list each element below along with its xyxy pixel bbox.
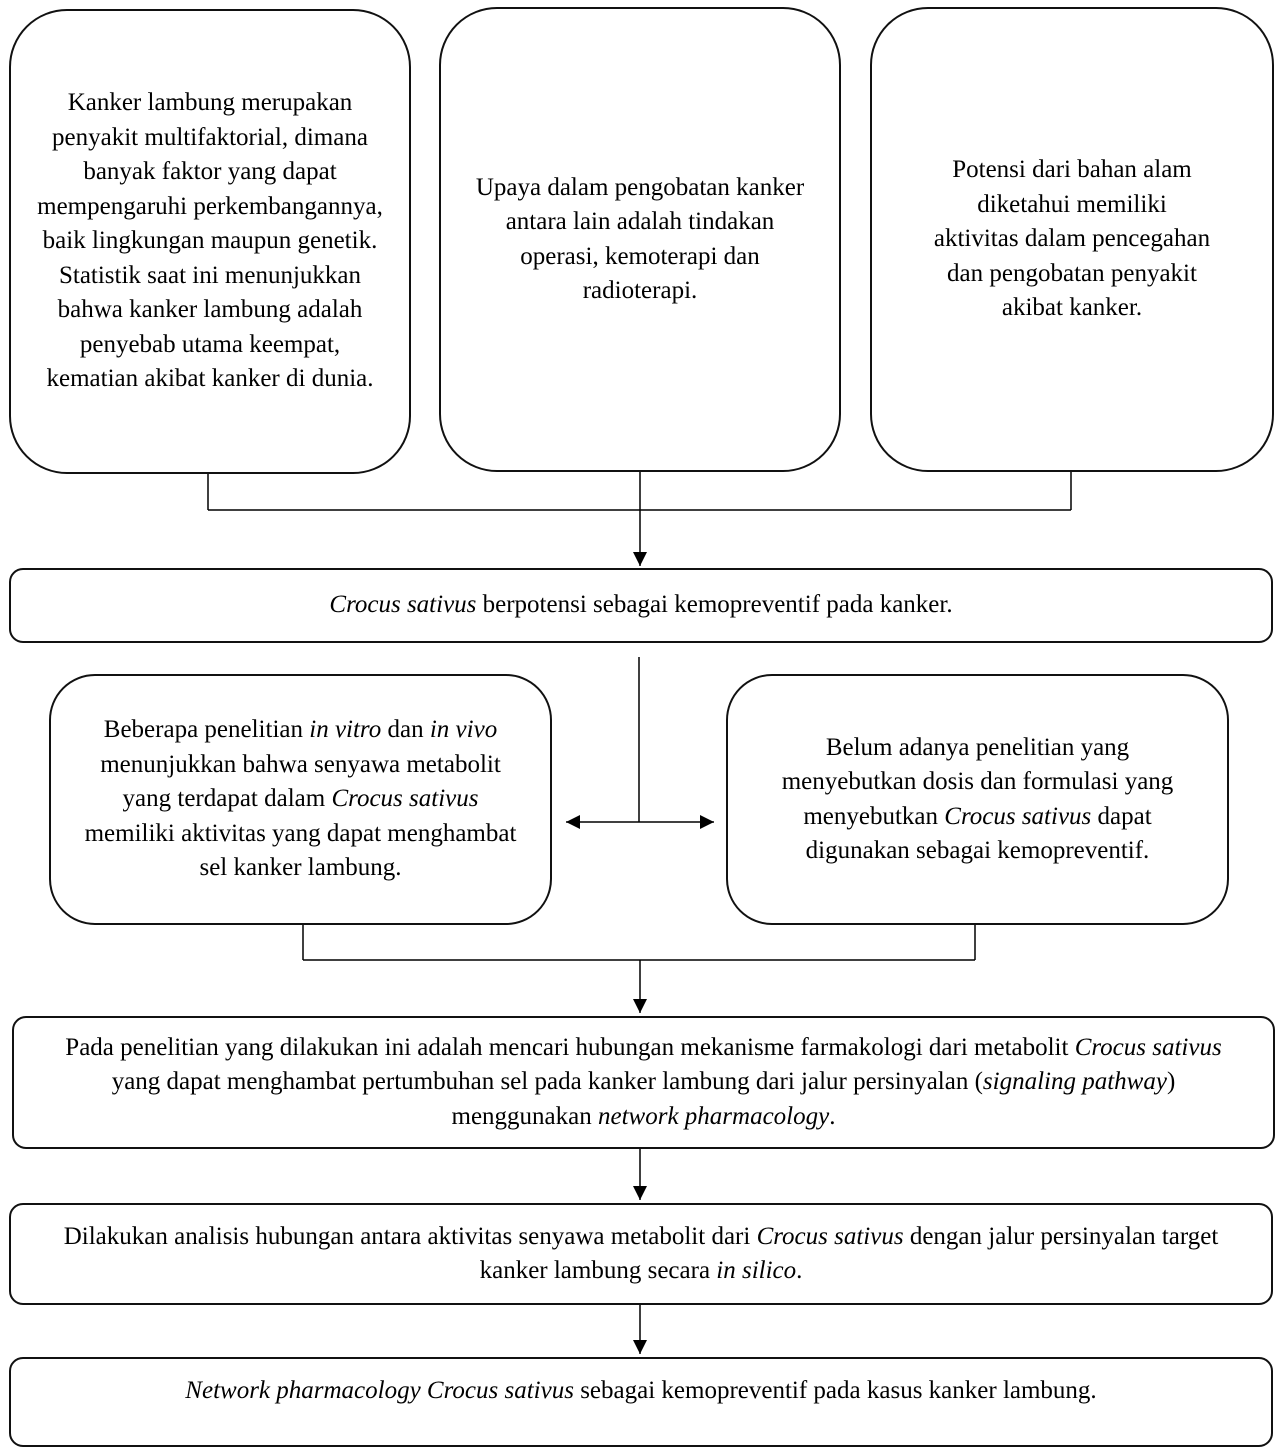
box-text: Crocus sativus berpotensi sebagai kemopr… [329, 591, 953, 619]
flow-box-in-silico-analysis: Dilakukan analisis hubungan antara aktiv… [9, 1203, 1273, 1305]
flow-box-treatment-efforts: Upaya dalam pengobatan kanker antara lai… [439, 7, 841, 472]
box-text: Potensi dari bahan alam diketahui memili… [933, 156, 1211, 322]
box-text: Belum adanya penelitian yang menyebutkan… [781, 733, 1174, 865]
flow-box-stomach-cancer-background: Kanker lambung merupakan penyakit multif… [9, 9, 411, 474]
flow-box-crocus-potential: Crocus sativus berpotensi sebagai kemopr… [9, 568, 1273, 643]
box-text: Upaya dalam pengobatan kanker antara lai… [475, 173, 805, 305]
flow-box-research-gap: Belum adanya penelitian yang menyebutkan… [726, 674, 1229, 925]
flow-box-in-vitro-in-vivo-studies: Beberapa penelitian in vitro dan in vivo… [49, 674, 552, 925]
box-text: Dilakukan analisis hubungan antara aktiv… [63, 1222, 1219, 1285]
box-text: Kanker lambung merupakan penyakit multif… [37, 89, 383, 393]
box-text: Pada penelitian yang dilakukan ini adala… [65, 1033, 1222, 1130]
flow-box-research-aim: Pada penelitian yang dilakukan ini adala… [12, 1016, 1275, 1149]
box-text: Beberapa penelitian in vitro dan in vivo… [84, 716, 517, 882]
box-text: Network pharmacology Crocus sativus seba… [185, 1377, 1097, 1404]
flow-box-final-outcome: Network pharmacology Crocus sativus seba… [9, 1357, 1273, 1447]
flow-box-natural-product-potential: Potensi dari bahan alam diketahui memili… [870, 7, 1274, 472]
